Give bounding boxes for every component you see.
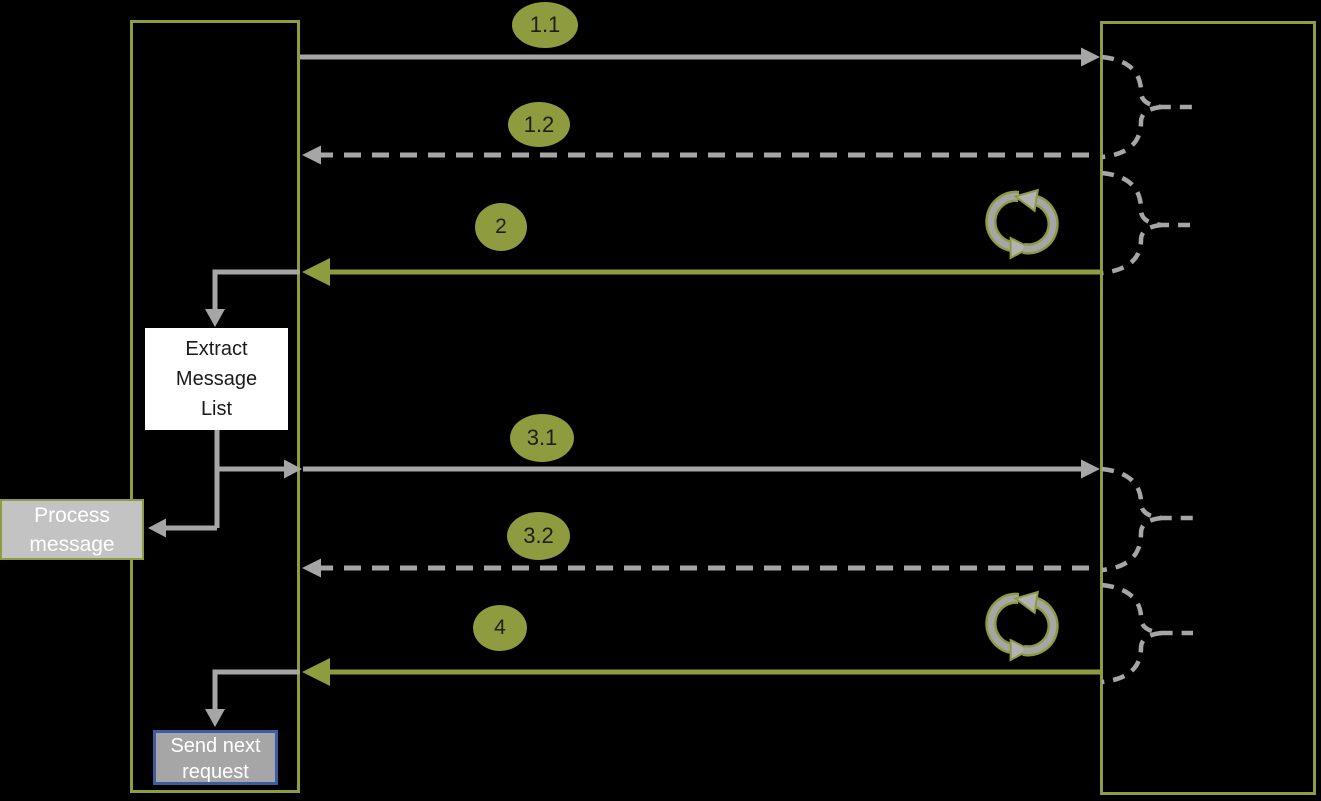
loop-icon [985, 590, 1059, 662]
message-arrow-4 [302, 658, 1100, 686]
message-arrow-2 [302, 258, 1100, 286]
step-badge-1-1: 1.1 [512, 2, 578, 48]
step-badge-3-2: 3.2 [507, 512, 570, 560]
step-badge-4: 4 [473, 605, 527, 651]
internal-connector-extract-branch [148, 430, 302, 538]
message-arrow-3-1 [303, 459, 1100, 479]
grouping-brace-4 [1101, 582, 1193, 685]
process-message-box: Process message [0, 499, 144, 560]
message-arrow-1-1 [300, 47, 1100, 67]
step-badge-1-2: 1.2 [508, 102, 570, 147]
internal-connector-to-extract [205, 269, 300, 327]
message-arrow-3-2 [302, 558, 1100, 578]
left-activation-bar [130, 20, 300, 793]
step-badge-2: 2 [475, 203, 527, 251]
step-badge-3-1: 3.1 [510, 414, 574, 462]
internal-connector-to-send-next [205, 669, 300, 727]
send-next-request-box: Send next request [153, 730, 278, 785]
grouping-brace-2 [1101, 170, 1193, 276]
loop-icon [985, 188, 1059, 260]
message-arrow-1-2 [302, 145, 1100, 165]
grouping-brace-3 [1101, 466, 1193, 573]
grouping-brace-1 [1101, 54, 1193, 160]
right-activation-bar [1100, 21, 1316, 795]
extract-message-list-box: Extract Message List [145, 328, 288, 430]
